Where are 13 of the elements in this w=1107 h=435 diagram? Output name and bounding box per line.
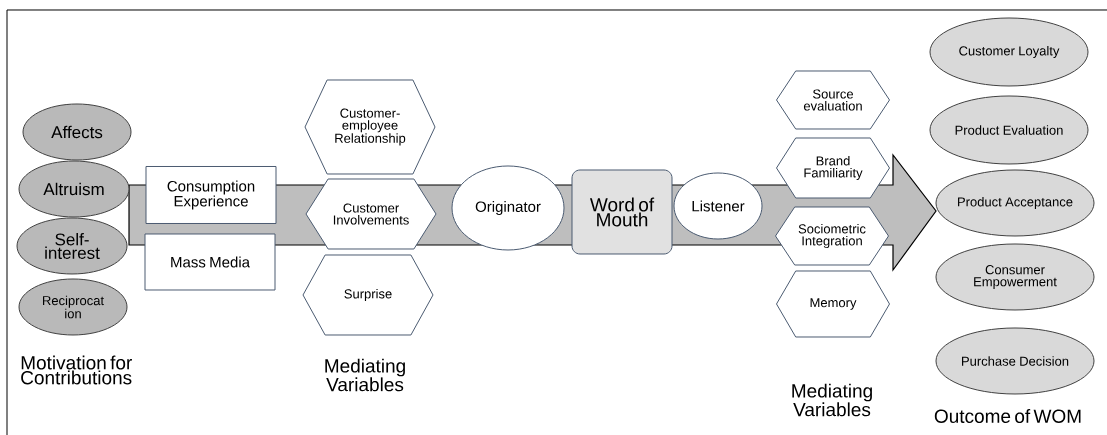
text-box: Mass Media bbox=[144, 233, 276, 291]
hexagon: Memory bbox=[776, 270, 890, 338]
caption: Mediating Variables bbox=[792, 383, 872, 417]
hexagon: Source evaluation bbox=[776, 70, 890, 130]
rounded-box: Word of Mouth bbox=[571, 169, 673, 255]
caption: Motivation for Contributions bbox=[21, 355, 132, 385]
hexagon: Surprise bbox=[302, 254, 434, 336]
hexagon: Sociometric Integration bbox=[775, 206, 889, 266]
text-box: Consumption Experience bbox=[145, 166, 277, 224]
caption: Mediating Variables bbox=[325, 358, 405, 392]
hexagon: Customer- employee Relationship bbox=[304, 79, 436, 175]
hexagon: Customer Involvements bbox=[305, 178, 437, 250]
hexagon: Brand Familiarity bbox=[776, 137, 890, 199]
